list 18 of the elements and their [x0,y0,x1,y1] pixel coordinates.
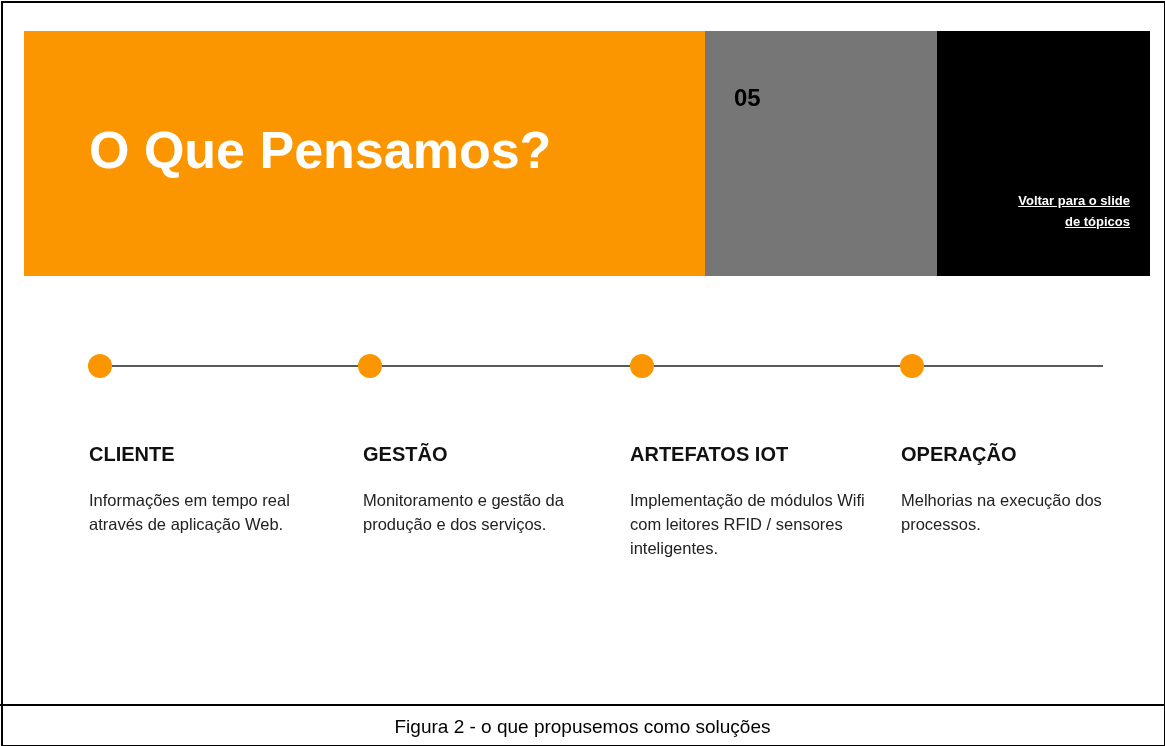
column-heading: CLIENTE [89,443,175,466]
column-text: Informações em tempo real através de aplicação Web. [89,490,291,535]
timeline-dot [900,354,924,378]
timeline-line [653,365,901,367]
timeline-dot [630,354,654,378]
figure-caption: Figura 2 - o que propusemos como soluções [393,716,772,738]
timeline-dot [358,354,382,378]
column-heading: GESTÃO [363,443,448,466]
column-text: Melhorias na execução dos processos. [901,490,1103,535]
column-text: Implementação de módulos Wifi com leitores RFID / sensores inteligentes. [630,490,866,559]
timeline-dot [88,354,112,378]
column-heading: ARTEFATOS IOT [630,443,789,466]
back-link: Voltar para o slide de tópicos [1017,192,1130,231]
slide-title: O Que Pensamos? [89,120,552,180]
column-text: Monitoramento e gestão da produção e dos serviços. [363,490,565,535]
slide-number: 05 [734,84,761,112]
timeline-line [923,365,1104,367]
timeline-line [381,365,631,367]
